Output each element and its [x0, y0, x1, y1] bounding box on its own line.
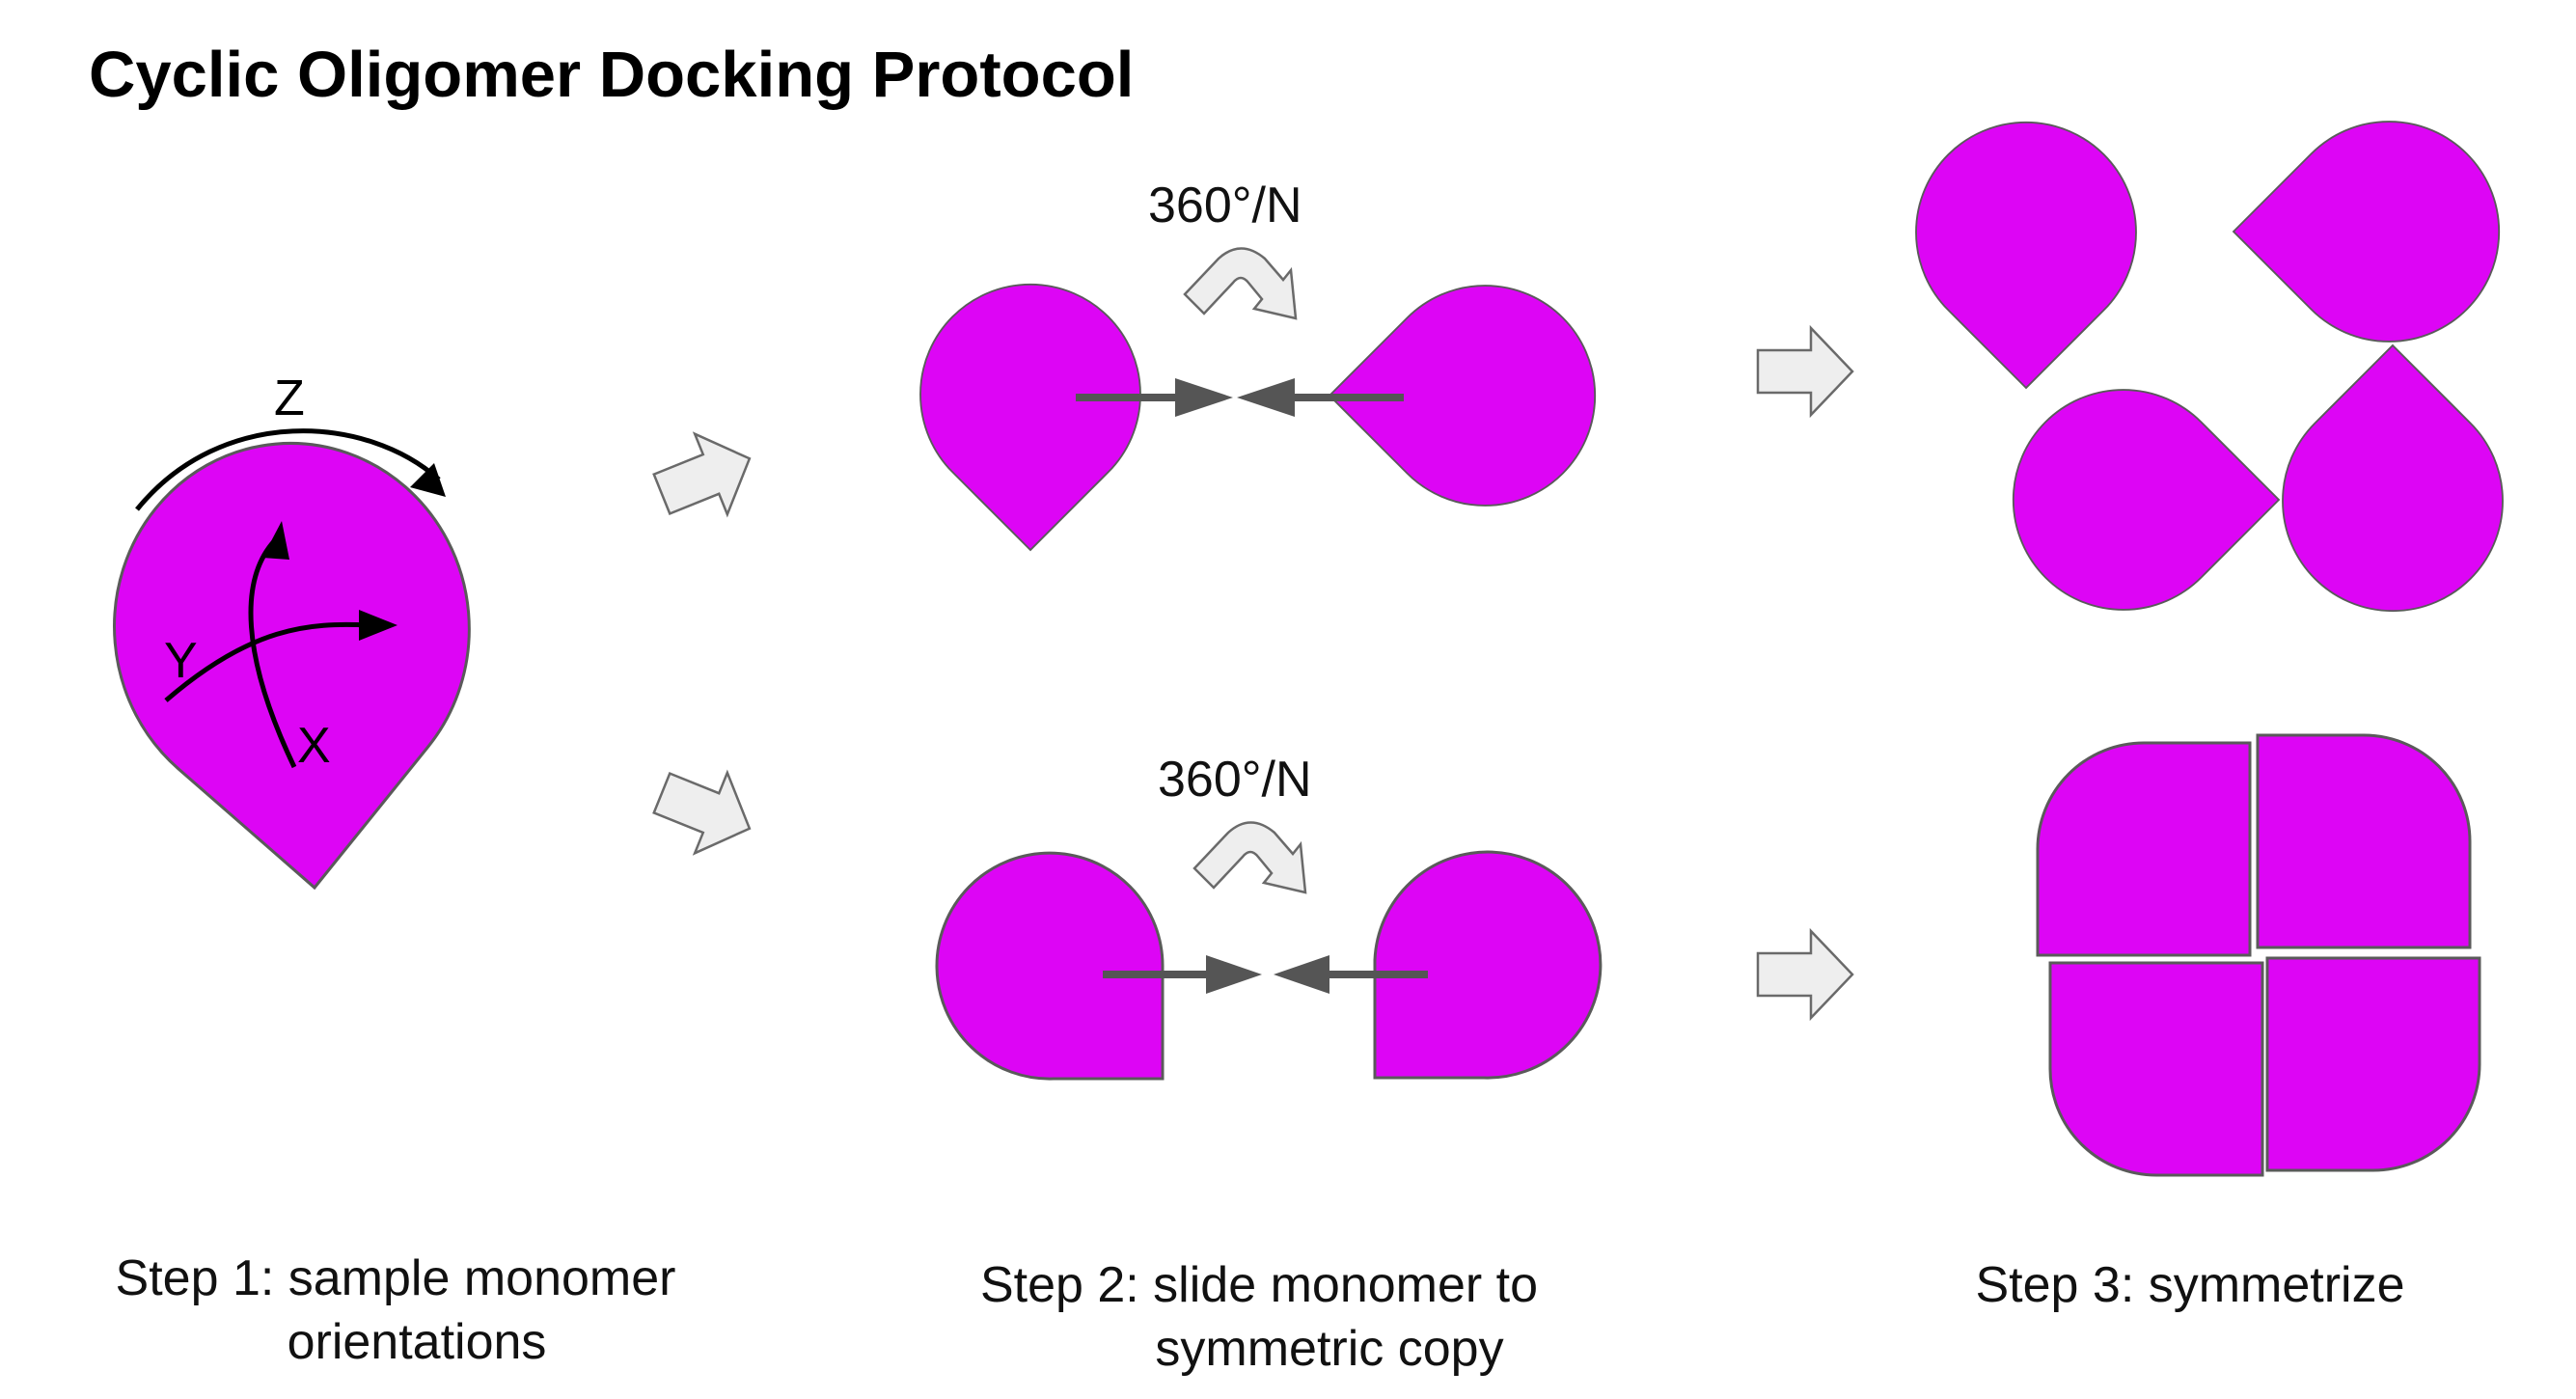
slide-arrowhead-left-bottom — [1206, 955, 1262, 994]
step2-caption-line2: symmetric copy — [1155, 1321, 1503, 1377]
x-axis-line — [164, 621, 370, 702]
rotation-label-bottom: 360°/N — [1158, 752, 1312, 808]
tetramer-pointed-top-right — [2233, 121, 2501, 343]
slide-arrowhead-right-top — [1237, 378, 1295, 417]
step3-flat-tetramer — [2036, 733, 2481, 1177]
step1-monomer — [97, 426, 493, 905]
tetramer-flat-bottom-left — [2048, 961, 2264, 1177]
rotation-arrow-bottom — [1192, 821, 1307, 894]
rotation-arrow-top — [1183, 247, 1298, 320]
tetramer-flat-top-left — [2036, 741, 2252, 957]
step1-caption-line1: Step 1: sample monomer — [116, 1250, 676, 1306]
monomer-right-bottom — [1373, 850, 1603, 1080]
step2-top-pair: 360°/N — [919, 178, 1597, 551]
step2-to-step3-bottom-arrow — [1756, 929, 1854, 1020]
z-axis-label: Z — [274, 370, 305, 426]
y-axis-label: Y — [164, 633, 198, 689]
step1-axes: Z Y X — [135, 370, 446, 774]
slide-arrowhead-left-top — [1175, 378, 1233, 417]
tetramer-flat-bottom-right — [2265, 956, 2481, 1172]
tetramer-flat-top-right — [2256, 733, 2472, 949]
tetramer-pointed-top-left — [1915, 121, 2137, 389]
slide-arrowhead-right-bottom — [1274, 955, 1329, 994]
step2-bottom-pair: 360°/N — [935, 752, 1603, 1081]
z-axis-arc — [135, 428, 441, 511]
x-axis-label: X — [297, 718, 331, 774]
x-axis-arrowhead — [359, 610, 397, 641]
step2-to-step3-top-arrow — [1756, 326, 1854, 417]
page-title: Cyclic Oligomer Docking Protocol — [89, 39, 1134, 111]
step1-caption-line2: orientations — [288, 1314, 547, 1370]
rotation-label-top: 360°/N — [1148, 178, 1302, 233]
monomer-shape — [97, 426, 493, 905]
step2-caption-line1: Step 2: slide monomer to — [980, 1257, 1538, 1313]
tetramer-pointed-bottom-right — [2282, 344, 2504, 613]
step3-caption: Step 3: symmetrize — [1975, 1257, 2404, 1313]
monomer-left-top — [919, 283, 1141, 551]
tetramer-pointed-bottom-left — [2012, 389, 2280, 611]
step1-to-step2-bottom-arrow — [644, 752, 767, 870]
step3-pointed-tetramer — [1915, 121, 2504, 613]
z-axis-arrowhead — [410, 463, 446, 497]
y-axis-arrowhead — [262, 521, 289, 560]
monomer-left-bottom — [935, 851, 1165, 1081]
step1-to-step2-top-arrow — [644, 417, 767, 535]
